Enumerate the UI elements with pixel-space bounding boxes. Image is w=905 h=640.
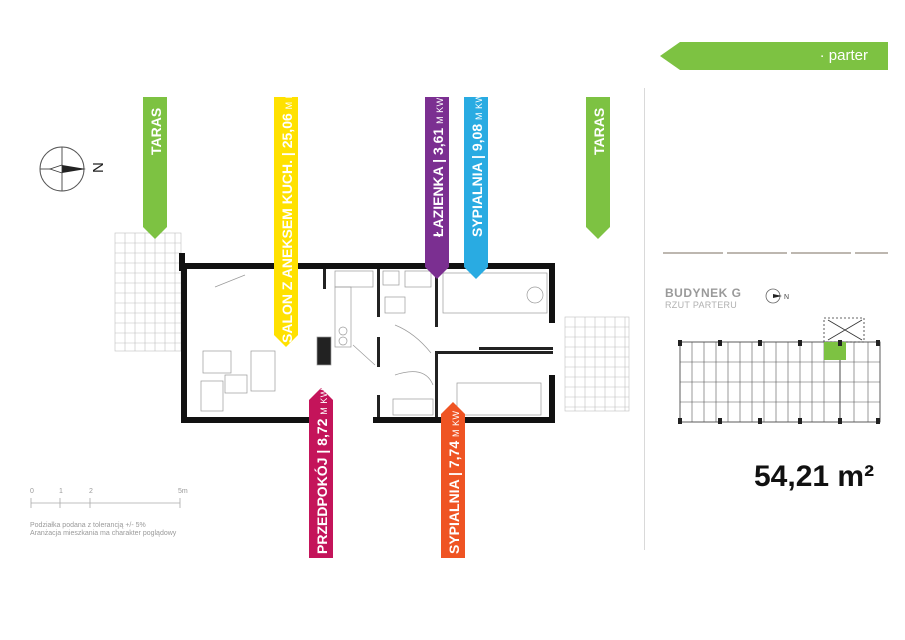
building-compass-icon: N: [765, 288, 789, 304]
label-sypialnia-2-text: SYPIALNIA | 7,74 M KW: [446, 410, 462, 555]
floor-plan: [114, 232, 630, 423]
compass: N: [36, 145, 116, 197]
scale-tick-5m: 5m: [178, 488, 188, 495]
label-taras-left: TARAS: [143, 97, 167, 239]
apartment-highlight: [824, 342, 846, 360]
building-title: BUDYNEK G: [665, 286, 742, 300]
furniture: [200, 270, 548, 416]
label-przedpokoj-text: PRZEDPOKÓJ | 8,72 M KW: [314, 388, 330, 554]
label-lazienka-text: ŁAZIENKA | 3,61 M KW: [430, 97, 446, 237]
scale-bar: 0 1 2 5m: [30, 488, 200, 518]
scale-ruler: [30, 498, 181, 508]
svg-text:N: N: [784, 294, 789, 301]
label-salon: SALON Z ANEKSEM KUCH. | 25,06 M KW: [274, 83, 298, 347]
label-salon-text: SALON Z ANEKSEM KUCH. | 25,06 M KW: [279, 82, 295, 343]
level-label: · parter: [819, 47, 868, 64]
label-sypialnia-1-text: SYPIALNIA | 9,08 M KW: [469, 93, 485, 238]
building-key-plan: [678, 317, 881, 424]
label-sypialnia-2: SYPIALNIA | 7,74 M KW: [441, 402, 465, 558]
terrace-right: [564, 316, 630, 412]
scale-note-line-2: Aranżacja mieszkania ma charakter pogląd…: [30, 530, 177, 537]
label-taras-left-text: TARAS: [148, 107, 164, 155]
panel-divider: [644, 88, 645, 550]
scale-note: Podziałka podana z tolerancją +/- 5% Ara…: [30, 522, 176, 538]
label-taras-right-text: TARAS: [591, 107, 607, 155]
compass-north-letter: N: [88, 162, 106, 173]
level-tab-shape: [660, 42, 888, 70]
apartment-area: 54,21 m²: [754, 460, 875, 493]
label-przedpokoj: PRZEDPOKÓJ | 8,72 M KW: [309, 388, 333, 558]
building-subtitle: RZUT PARTERU: [665, 300, 738, 310]
compass-icon: [39, 146, 86, 192]
label-sypialnia-1: SYPIALNIA | 9,08 M KW: [464, 93, 488, 279]
scale-note-line-1: Podziałka podana z tolerancją +/- 5%: [30, 522, 146, 529]
terrace-left: [114, 232, 182, 352]
interior-walls: [323, 269, 553, 417]
scale-tick-2: 2: [89, 488, 93, 495]
label-taras-right: TARAS: [586, 97, 610, 239]
panel-separator: [663, 252, 888, 254]
scale-tick-1: 1: [59, 488, 63, 495]
label-lazienka: ŁAZIENKA | 3,61 M KW: [425, 97, 449, 279]
level-tab[interactable]: · parter: [660, 42, 888, 70]
scale-tick-0: 0: [30, 488, 34, 495]
